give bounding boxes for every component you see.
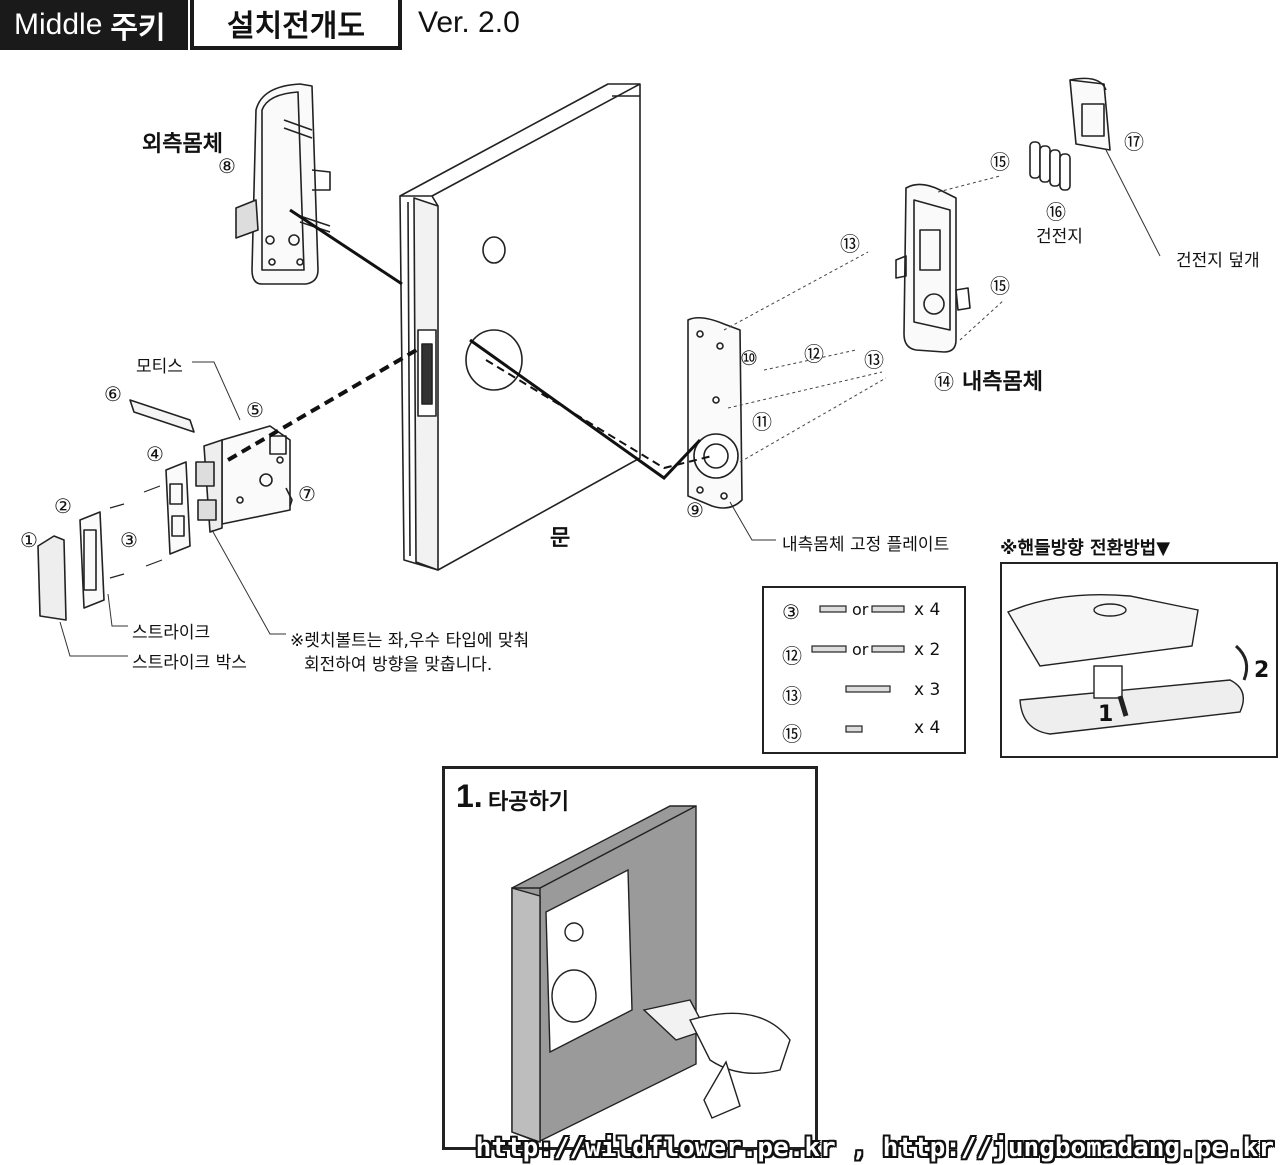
legend-qty: x 4	[914, 718, 941, 738]
label-battery-cover: 건전지 덮개	[1176, 251, 1260, 271]
label-battery: 건전지	[1036, 227, 1083, 247]
connection-lines	[226, 208, 713, 480]
num-6: ⑥	[104, 382, 122, 406]
num-1: ①	[20, 528, 38, 552]
step-1-title: 타공하기	[488, 790, 569, 815]
legend-row: ⑮ x 4	[764, 718, 964, 758]
outer-body-drawing	[235, 83, 331, 285]
label-mortise: 모티스	[136, 357, 183, 377]
num-13: ⑬	[864, 348, 884, 372]
label-door: 문	[550, 526, 571, 551]
handle-step-2: 2	[1254, 658, 1270, 683]
battery-cover-drawing	[1069, 77, 1111, 151]
screw-legend: ③ or x 4 ⑫ or x 2 ⑬ x 3 ⑮ x 4	[762, 586, 966, 754]
num-17: ⑰	[1124, 130, 1144, 154]
step-1-box	[442, 766, 818, 1150]
legend-qty: x 2	[914, 640, 941, 660]
label-handle-change: ※핸들방향 전환방법▼	[1000, 538, 1171, 559]
num-15: ⑮	[990, 274, 1010, 298]
label-strike: 스트라이크	[132, 623, 211, 643]
legend-or: or	[852, 640, 869, 659]
label-latch-note-1: ※렛치볼트는 좌,우수 타입에 맞춰	[290, 631, 530, 651]
num-11: ⑪	[752, 410, 772, 434]
handle-change-drawing	[1006, 594, 1249, 735]
brand-bold-text: 주키	[110, 12, 166, 45]
inner-plate-drawing	[687, 316, 743, 509]
legend-row: ⑫ or x 2	[764, 640, 964, 680]
door-drawing	[399, 83, 641, 571]
legend-or: or	[852, 600, 869, 619]
legend-qty: x 4	[914, 600, 941, 620]
inner-body-drawing	[895, 183, 971, 353]
footer-urls: http://wildflower.pe.kr , http://jungbom…	[475, 1133, 1274, 1163]
header-title: 설치전개도	[190, 0, 402, 50]
faceplate-drawing	[165, 461, 191, 555]
legend-num: ⑫	[782, 644, 802, 668]
num-12: ⑫	[804, 342, 824, 366]
legend-screws	[811, 605, 905, 733]
legend-num: ⑮	[782, 722, 802, 746]
num-2: ②	[54, 494, 72, 518]
legend-num: ⑬	[782, 684, 802, 708]
screws-left	[109, 485, 163, 579]
mortise-drawing	[195, 425, 291, 533]
leader-lines	[59, 149, 1161, 657]
num-16: ⑯	[1046, 200, 1066, 224]
num-14: ⑭	[934, 370, 954, 394]
batteries-drawing	[1029, 141, 1071, 191]
legend-num: ③	[782, 600, 800, 624]
dotted-guides	[723, 175, 1005, 463]
num-4: ④	[146, 442, 164, 466]
num-7: ⑦	[298, 482, 316, 506]
legend-row: ③ or x 4	[764, 600, 964, 640]
header-brand: Middle 주키	[0, 0, 188, 50]
num-8: ⑧	[218, 154, 236, 178]
header-version: Ver. 2.0	[418, 6, 520, 39]
label-inner-body: 내측몸체	[962, 370, 1043, 395]
label-inner-plate: 내측몸체 고정 플레이트	[782, 535, 950, 555]
num-5: ⑤	[246, 398, 264, 422]
handle-change-box	[1000, 562, 1278, 758]
label-latch-note-2: 회전하여 방향을 맞춥니다.	[304, 655, 493, 675]
num-3: ③	[120, 528, 138, 552]
legend-qty: x 3	[914, 680, 941, 700]
brand-text: Middle	[14, 8, 103, 41]
drilling-drawing	[511, 805, 791, 1143]
handle-step-1: 1	[1098, 702, 1114, 727]
strike-drawing	[79, 511, 105, 609]
pin-drawing	[285, 487, 293, 507]
legend-row: ⑬ x 3	[764, 680, 964, 720]
num-10: ⑩	[740, 346, 758, 370]
label-strike-box: 스트라이크 박스	[132, 653, 247, 673]
spindle-drawing	[129, 399, 195, 433]
step-1-number: 1.	[456, 778, 483, 814]
num-9: ⑨	[686, 498, 704, 522]
label-outer-body: 외측몸체	[142, 132, 223, 157]
strike-box-drawing	[37, 535, 67, 621]
num-15-top: ⑮	[990, 150, 1010, 174]
num-13-top: ⑬	[840, 232, 860, 256]
